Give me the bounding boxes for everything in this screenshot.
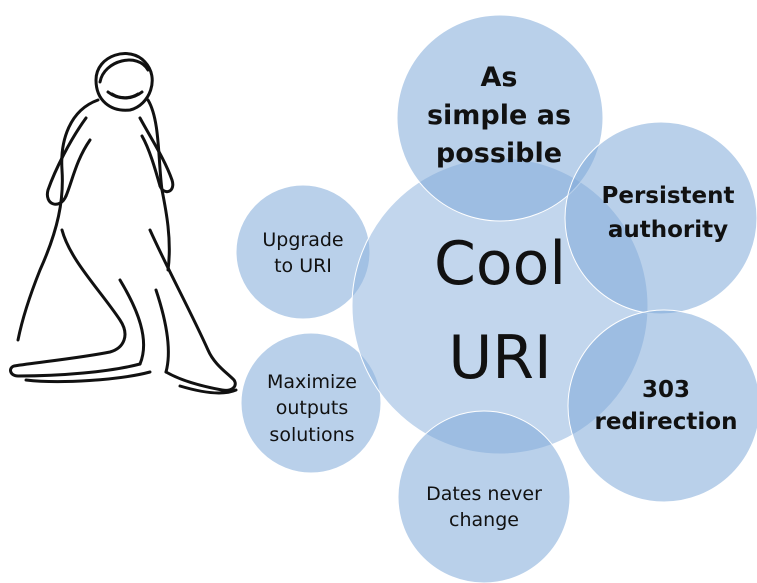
lower-left-label-line2: outputs	[276, 397, 349, 419]
bottom-label-line2: change	[449, 509, 519, 531]
petal-circle-lower-left	[240, 332, 382, 474]
lower-left-label-line3: solutions	[269, 424, 354, 446]
top-label-line3: possible	[436, 138, 562, 169]
upper-right-label-line1: Persistent	[601, 183, 734, 209]
upper-right-label-line2: authority	[608, 217, 728, 243]
upper-left-label-line1: Upgrade	[262, 229, 343, 251]
upper-left-label-line2: to URI	[274, 255, 332, 277]
top-label-line1: As	[481, 62, 518, 93]
center-label-line1: Cool	[434, 229, 566, 299]
walking-figure-sketch-icon	[9, 52, 238, 395]
lower-left-label-line1: Maximize	[267, 371, 357, 393]
petal-circle-upper-left	[235, 184, 371, 320]
lower-right-label-line2: redirection	[595, 409, 738, 435]
lower-right-label-line1: 303	[642, 377, 690, 403]
petal-circle-top	[396, 14, 604, 222]
center-label-line2: URI	[448, 323, 551, 393]
top-label-line2: simple as	[427, 100, 571, 131]
petal-circle-bottom	[397, 410, 571, 583]
petal-circle-lower-right	[567, 309, 757, 503]
bottom-label-line1: Dates never	[426, 483, 542, 505]
